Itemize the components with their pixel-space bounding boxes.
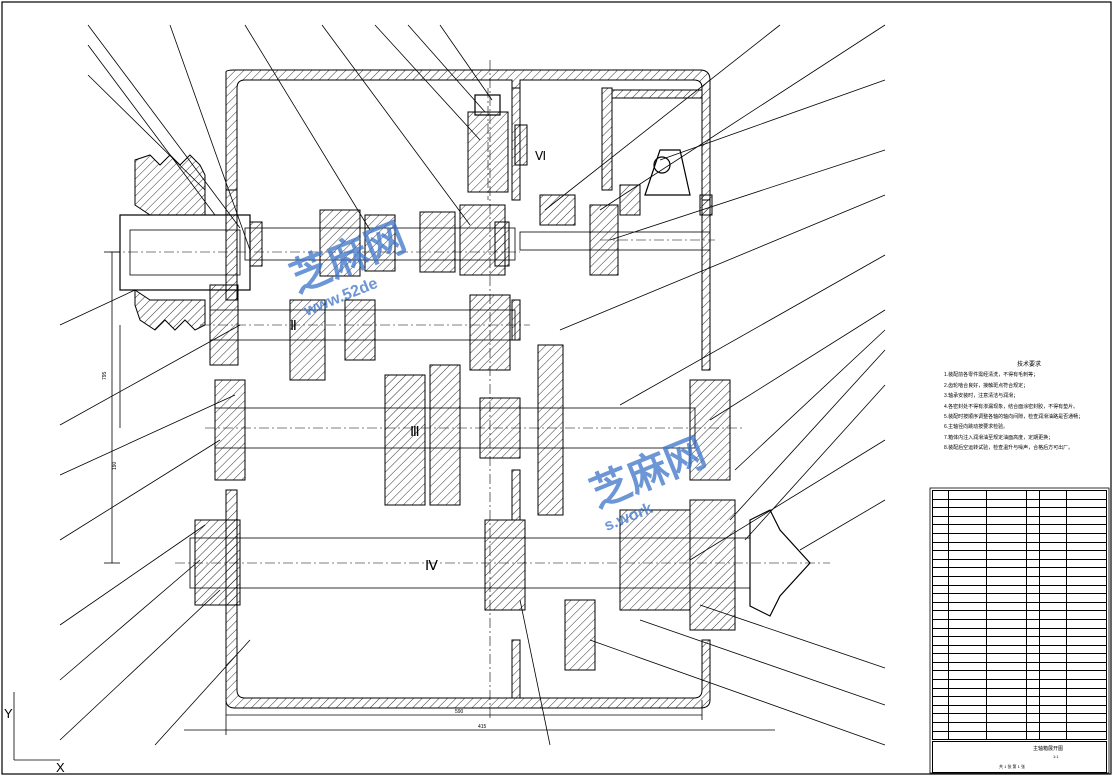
gear-shaft-6 (467, 88, 528, 200)
technical-requirements: 技术要求 1.装配前各零件需经清洗，不得有毛刺等； 2.齿轮啮合良好，接触斑点符… (944, 360, 1113, 454)
dim-left-upper: 795 (102, 371, 108, 380)
drawing-scale: 1:1 (1053, 754, 1059, 759)
parts-row (932, 704, 1108, 715)
shaft-1 (244, 204, 516, 277)
parts-row (932, 575, 1108, 586)
shaft-label-4: Ⅳ (425, 557, 438, 573)
parts-row (932, 687, 1108, 698)
parts-row (932, 558, 1108, 569)
parts-row (932, 653, 1108, 663)
shaft-3 (205, 344, 745, 516)
parts-row (932, 627, 1108, 638)
parts-row (932, 567, 1108, 577)
dim-bottom-inner: 590 (455, 709, 464, 715)
bottom-dimensions: 590 415 (184, 700, 775, 735)
shaft-label-6: Ⅵ (535, 149, 546, 163)
note-line: 5.装配时按顺序调整各轴的轴向间隙，检查润滑油路是否通畅； (944, 414, 1084, 421)
parts-row (932, 541, 1108, 552)
shaft-label-3: Ⅲ (410, 423, 420, 439)
note-line: 4.各密封处不得有渗漏现象，结合面涂密封胶，不得有垫片。 (944, 403, 1079, 410)
parts-row (932, 532, 1108, 543)
parts-row (932, 515, 1108, 526)
shaft-label-2: Ⅱ (290, 317, 297, 333)
note-line: 6.主轴径向跳动按要求检验。 (944, 424, 1009, 431)
left-dimensions: 795 190 (102, 251, 121, 564)
parts-row (932, 722, 1108, 732)
dim-bottom-outer: 415 (478, 724, 487, 730)
sheet-count: 共 1 张 第 1 张 (999, 764, 1026, 769)
axis-x-label: X (56, 760, 65, 775)
note-line: 7.箱体内注入润滑油至规定油面高度，定期更换； (944, 434, 1054, 441)
note-line: 1.装配前各零件需经清洗，不得有毛刺等； (944, 372, 1039, 379)
parts-row (932, 498, 1108, 509)
parts-row (932, 644, 1108, 655)
parts-row (932, 593, 1108, 603)
title-block: 主轴箱展开图 1:1 共 1 张 第 1 张 (932, 741, 1107, 773)
notes-title: 技术要求 (1016, 362, 1041, 368)
note-line: 8.装配后空运转试验，检查温升与噪声，合格后方可出厂。 (944, 445, 1074, 452)
axis-y-label: Y (4, 706, 13, 721)
drawing-name: 主轴箱展开图 (1033, 746, 1064, 752)
parts-row (932, 584, 1108, 595)
ucs-axis-icon: Y X (4, 692, 65, 775)
parts-row (932, 618, 1108, 629)
parts-row (932, 636, 1108, 646)
shaft-4-spindle (175, 499, 830, 671)
parts-row (932, 730, 1108, 741)
dim-left-lower: 190 (112, 461, 118, 470)
parts-row (932, 490, 1108, 500)
title-area-frame (929, 487, 1110, 774)
parts-row (932, 713, 1108, 724)
drive-pulley (110, 154, 520, 331)
parts-row (932, 670, 1108, 681)
shaft-2 (200, 284, 530, 381)
parts-row (932, 601, 1108, 612)
note-line: 3.轴承安装时，注意清洁与润滑； (944, 393, 1019, 400)
leader-lines (59, 24, 886, 746)
parts-row (932, 696, 1108, 706)
note-line: 2.齿轮啮合良好，接触斑点符合规定； (944, 382, 1029, 389)
parts-row (932, 524, 1108, 534)
parts-row (932, 507, 1108, 517)
parts-row (932, 610, 1108, 620)
parts-row (932, 661, 1108, 672)
parts-row (932, 550, 1108, 560)
parts-list-table (932, 490, 1108, 741)
parts-row (932, 679, 1108, 689)
clutch-assembly (519, 149, 715, 276)
